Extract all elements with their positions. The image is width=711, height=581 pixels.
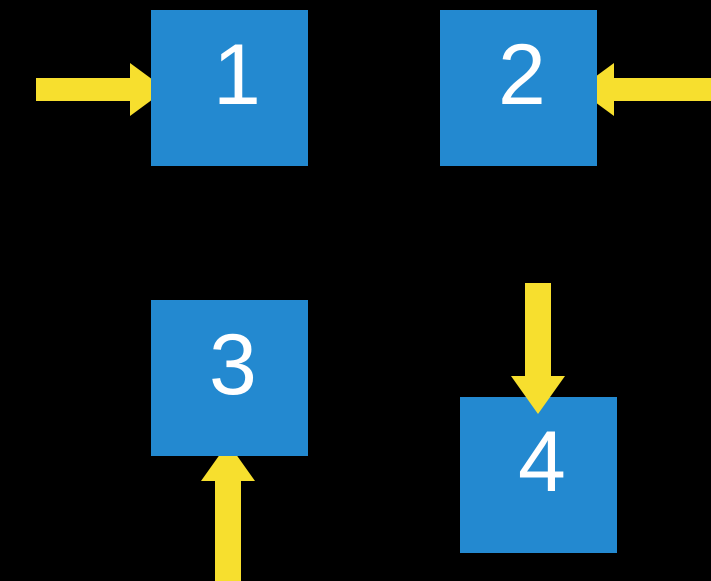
node-1-label: 1 (213, 27, 261, 123)
node-4-label: 4 (518, 414, 566, 510)
node-2-label: 2 (498, 27, 546, 123)
node-3[interactable]: 3 (151, 300, 308, 456)
node-1[interactable]: 1 (151, 10, 308, 166)
arrow-into-node-1 (36, 63, 166, 116)
arrow-into-node-3-shape (201, 443, 255, 581)
node-2[interactable]: 2 (440, 10, 597, 166)
arrow-into-node-4-shape (511, 283, 565, 414)
arrow-into-node-1-shape (36, 63, 166, 116)
arrow-into-node-4 (511, 283, 565, 414)
arrow-into-node-2 (578, 63, 711, 116)
arrow-into-node-3 (201, 443, 255, 581)
node-3-label: 3 (209, 317, 257, 413)
node-4[interactable]: 4 (460, 397, 617, 553)
arrow-into-node-2-shape (578, 63, 711, 116)
